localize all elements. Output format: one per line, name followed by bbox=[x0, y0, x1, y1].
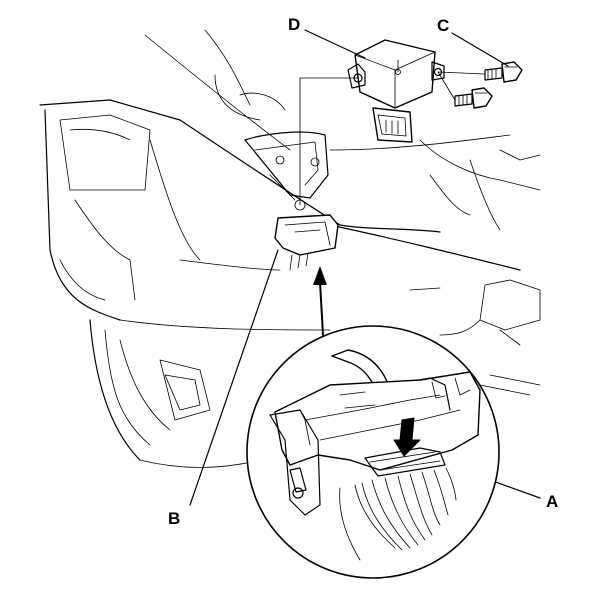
callout-d-label: D bbox=[288, 15, 300, 34]
bolt-c-upper bbox=[484, 61, 523, 83]
magnified-detail bbox=[246, 325, 500, 579]
connector-b-small bbox=[274, 214, 339, 271]
control-module-d bbox=[347, 39, 445, 143]
wire-harness bbox=[339, 467, 457, 561]
vehicle-body-linework bbox=[39, 29, 541, 468]
leader-lines bbox=[189, 29, 541, 506]
press-arrow-icon bbox=[393, 417, 421, 457]
mounting-bracket bbox=[244, 131, 329, 211]
callout-b-label: B bbox=[168, 509, 180, 528]
bracket-bolt-hole-icon bbox=[275, 155, 285, 165]
connector-screw-icon bbox=[292, 487, 304, 499]
zoom-arrow-icon bbox=[313, 266, 327, 285]
bracket-bolt-hole-icon bbox=[310, 157, 320, 167]
bolt-c-lower bbox=[454, 87, 493, 109]
callout-a-label: A bbox=[546, 492, 558, 511]
callout-c-label: C bbox=[437, 16, 449, 35]
